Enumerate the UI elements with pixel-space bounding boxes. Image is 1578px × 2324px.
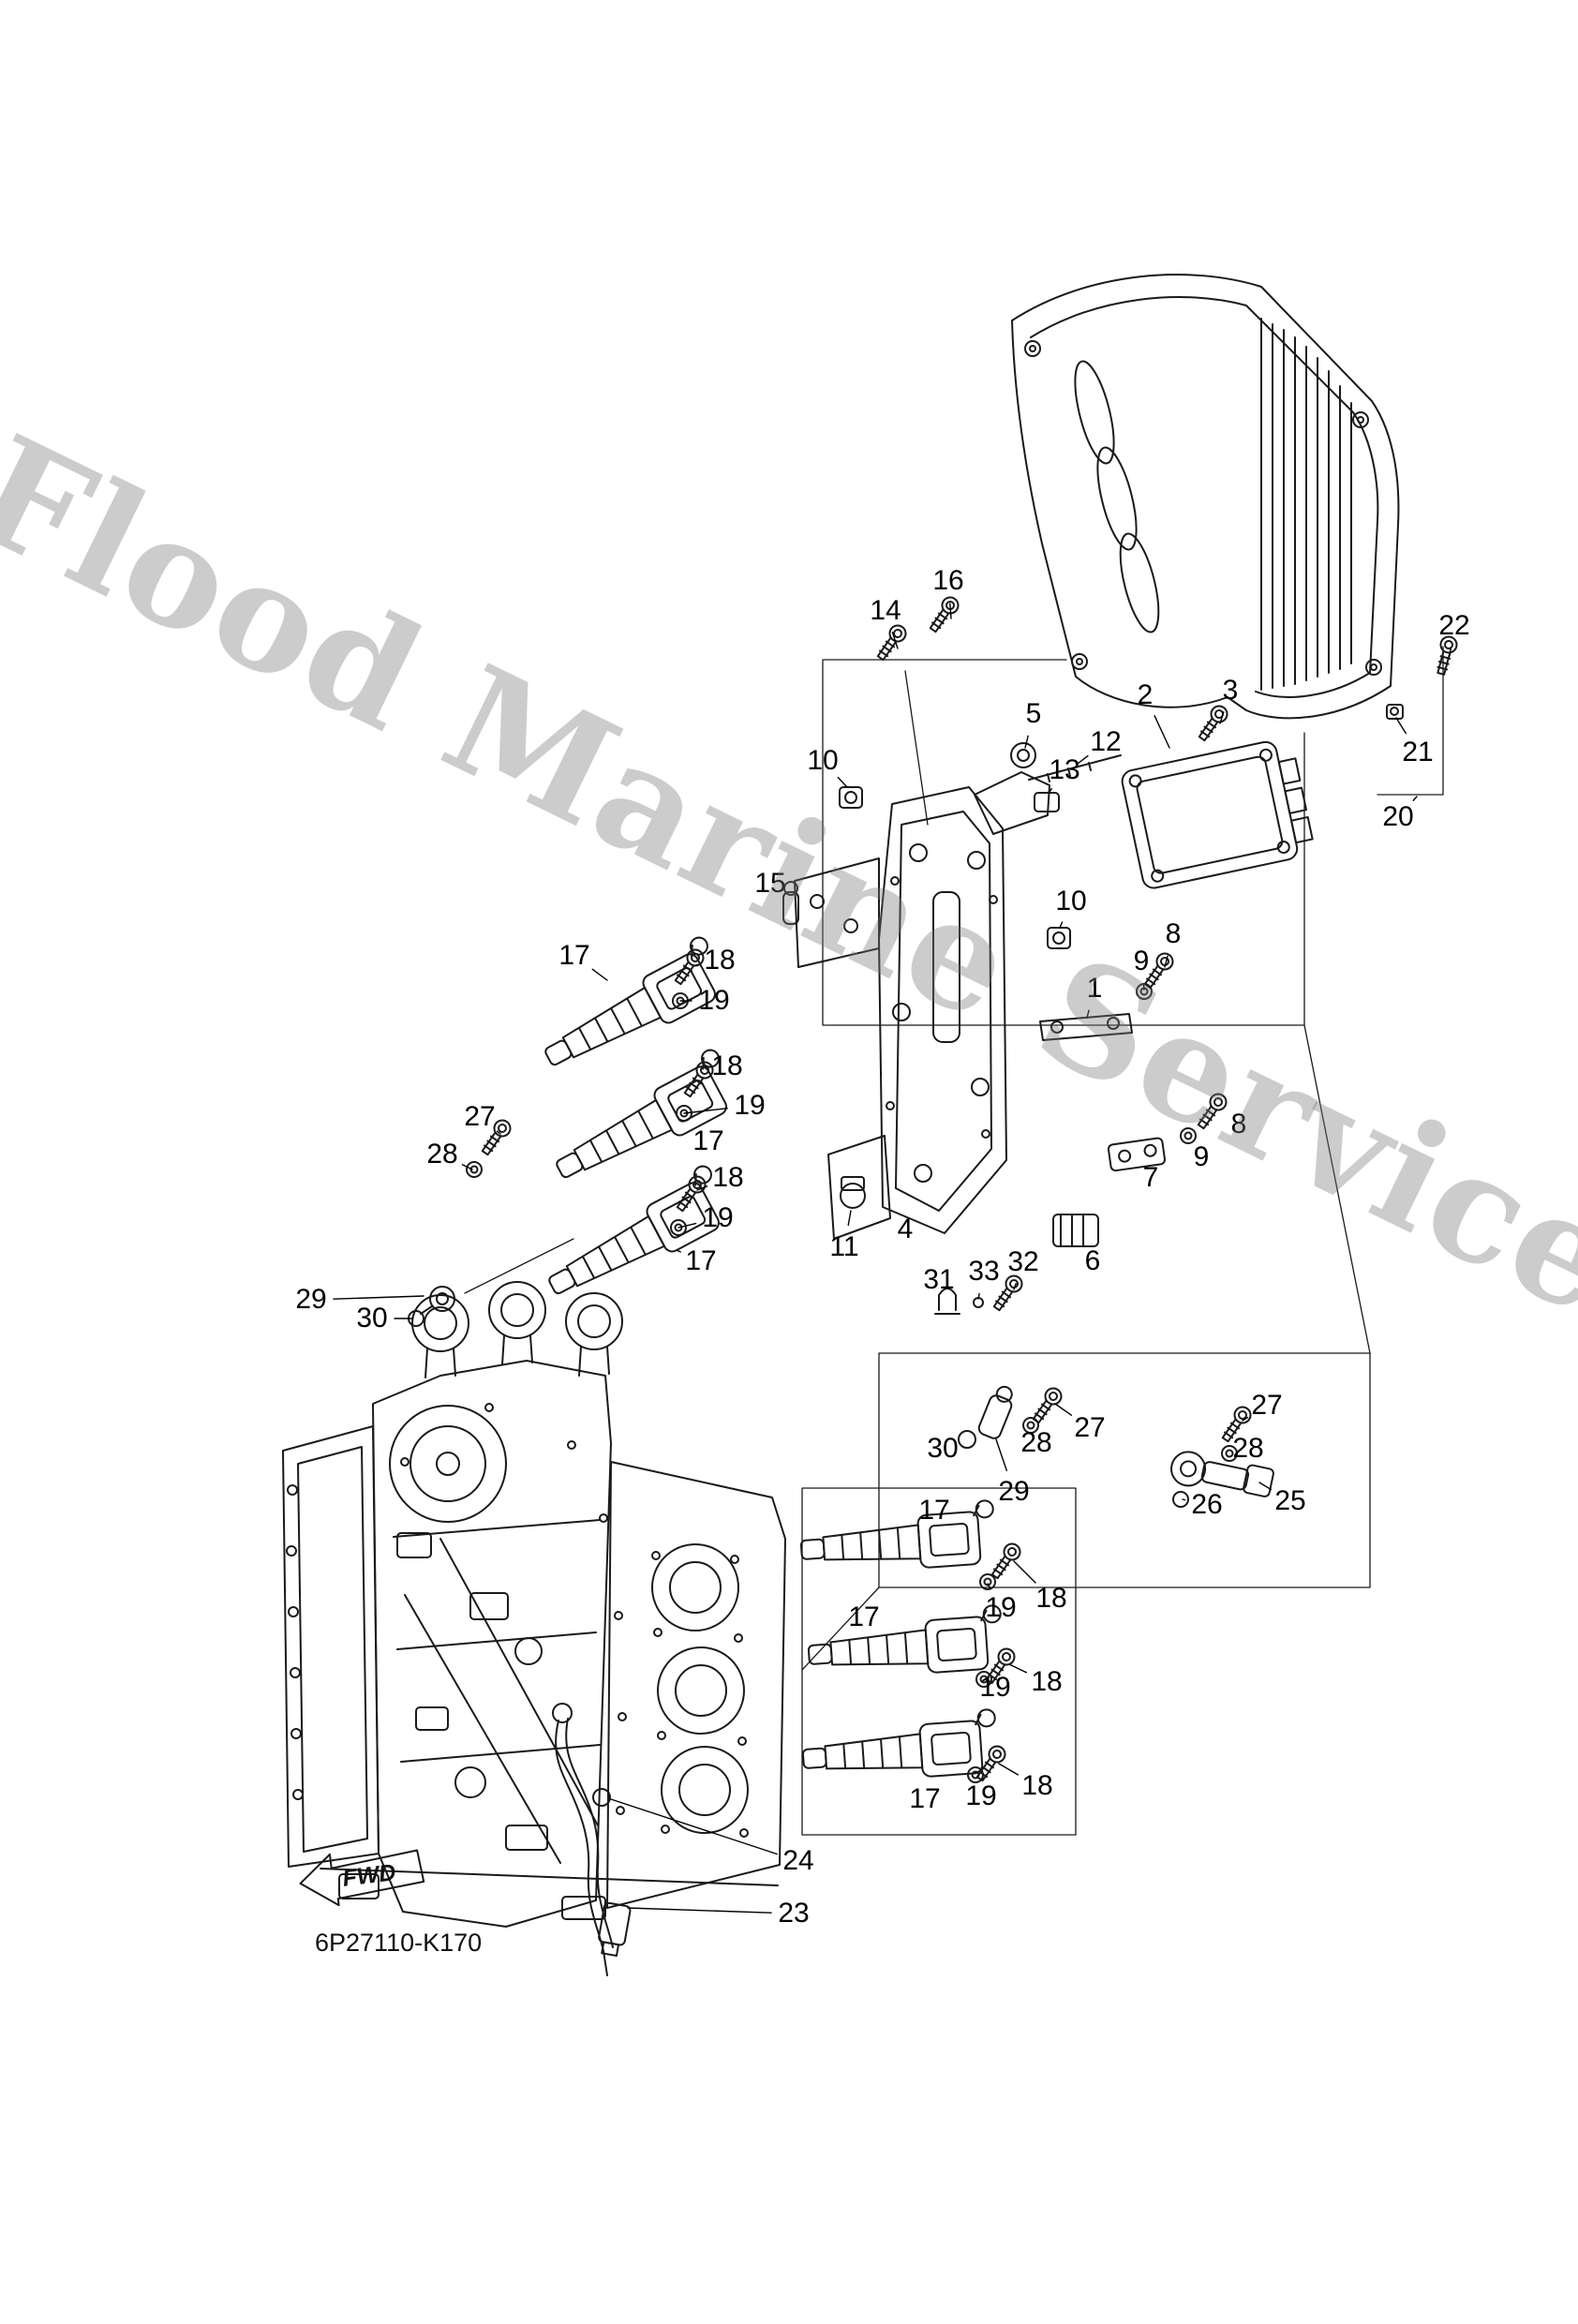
callout-33: 33 [968,1256,1000,1287]
sensor-group [958,1385,1274,1508]
callout-10: 10 [807,745,839,776]
callout-17: 17 [918,1495,950,1526]
callout-27: 27 [1251,1390,1283,1421]
callout-29: 29 [998,1476,1030,1507]
callout-8: 8 [1230,1109,1247,1140]
callout-10: 10 [1055,886,1087,916]
leader-lines [333,603,1451,1914]
callout-28: 28 [1232,1433,1264,1464]
callout-19: 19 [979,1672,1011,1703]
group-outlines [464,646,1444,1836]
callout-24: 24 [782,1845,814,1876]
callout-4: 4 [897,1214,914,1244]
callout-28: 28 [1020,1427,1052,1458]
callout-7: 7 [1142,1162,1159,1193]
callout-16: 16 [932,565,964,596]
callout-23: 23 [778,1898,810,1929]
callout-15: 15 [754,868,786,899]
engine-block [282,1281,786,1928]
callout-9: 9 [1133,946,1150,976]
sensor-cable [552,1703,632,1976]
callout-17: 17 [558,940,590,971]
callout-18: 18 [712,1162,744,1193]
callout-6: 6 [1084,1245,1101,1276]
callout-17: 17 [848,1601,880,1632]
callout-31: 31 [923,1264,955,1295]
callout-14: 14 [870,595,901,626]
callout-19: 19 [702,1202,734,1233]
callout-18: 18 [1021,1770,1053,1801]
callout-19: 19 [734,1090,766,1121]
callout-18: 18 [1031,1666,1063,1697]
callout-29: 29 [295,1284,327,1315]
callout-25: 25 [1274,1485,1306,1516]
callout-9: 9 [1193,1141,1210,1172]
bracket-assembly [782,742,1167,1247]
callout-19: 19 [698,985,730,1016]
callout-18: 18 [704,945,736,976]
callout-27: 27 [464,1101,496,1132]
callout-21: 21 [1402,737,1434,767]
callout-28: 28 [426,1139,458,1169]
callout-27: 27 [1074,1412,1106,1443]
callout-8: 8 [1165,918,1182,949]
callout-5: 5 [1025,698,1042,729]
top-cover [1011,274,1404,720]
callout-18: 18 [1035,1583,1067,1614]
callout-32: 32 [1007,1246,1039,1277]
callout-12: 12 [1090,726,1122,757]
callout-19: 19 [965,1780,997,1811]
callout-19: 19 [985,1592,1017,1623]
callout-17: 17 [909,1783,941,1814]
fwd-arrow [299,1849,425,1907]
callout-30: 30 [927,1433,959,1464]
ecu-unit [1121,740,1314,889]
callout-2: 2 [1137,679,1154,710]
callout-11: 11 [829,1231,859,1262]
callout-17: 17 [692,1125,724,1156]
callout-13: 13 [1049,754,1080,785]
callout-18: 18 [711,1050,743,1081]
callout-26: 26 [1191,1489,1223,1520]
callout-3: 3 [1222,675,1239,706]
callout-30: 30 [356,1303,388,1333]
callout-17: 17 [685,1245,717,1276]
diagram-code: 6P27110-K170 [315,1929,483,1957]
callout-20: 20 [1382,801,1414,832]
callout-22: 22 [1438,610,1470,641]
callout-1: 1 [1086,973,1103,1004]
